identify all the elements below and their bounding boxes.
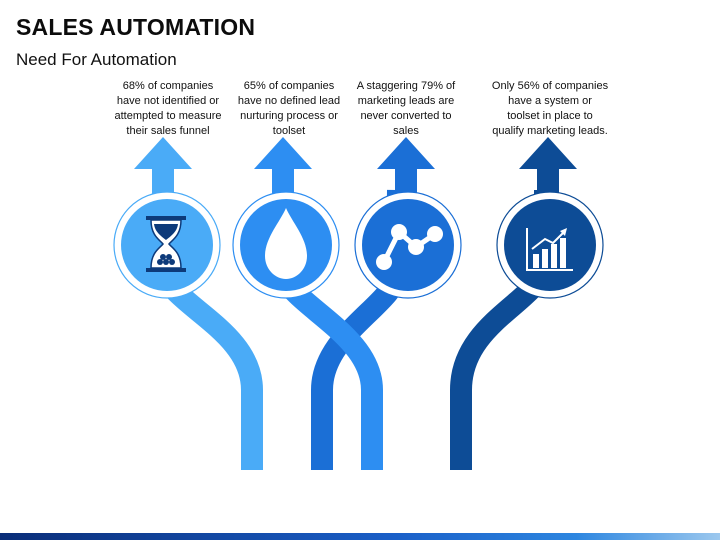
- caption-4-line-2: have a system or: [508, 95, 592, 107]
- caption-4-line-4: qualify marketing leads.: [492, 125, 608, 137]
- caption-2-line-4: toolset: [272, 125, 306, 137]
- caption-4: Only 56% of companies have a system or t…: [475, 79, 625, 139]
- caption-2-line-2: have no defined lead: [237, 95, 341, 107]
- caption-1-line-1: 68% of companies: [122, 80, 214, 92]
- growth-chart-icon: [526, 228, 573, 271]
- page-title: SALES AUTOMATION: [16, 14, 256, 40]
- caption-3: A staggering 79% of marketing leads are …: [342, 79, 470, 139]
- arrow-head-1: [134, 137, 192, 195]
- circle-4: [504, 199, 596, 291]
- caption-4-line-1: Only 56% of companies: [491, 80, 609, 92]
- caption-4-line-3: toolset in place to: [507, 110, 593, 122]
- caption-2: 65% of companies have no defined lead nu…: [225, 79, 353, 139]
- caption-1-line-3: attempted to measure: [114, 110, 222, 122]
- caption-2-line-1: 65% of companies: [243, 80, 335, 92]
- caption-1-line-4: their sales funnel: [126, 125, 210, 137]
- caption-3-line-4: sales: [393, 125, 419, 137]
- caption-3-line-1: A staggering 79% of: [356, 80, 456, 92]
- caption-2-line-3: nurturing process or: [240, 110, 338, 122]
- network-nodes-icon: [376, 224, 443, 270]
- circle-3: [362, 199, 454, 291]
- page-subtitle: Need For Automation: [16, 50, 177, 69]
- caption-1: 68% of companies have not identified or …: [104, 79, 232, 139]
- hourglass-icon: [146, 216, 186, 272]
- arrow-head-2: [254, 137, 312, 195]
- footer-bar: [0, 533, 720, 540]
- caption-3-line-3: never converted to: [360, 110, 452, 122]
- arrow-head-4: [519, 137, 577, 195]
- caption-3-line-2: marketing leads are: [357, 95, 455, 107]
- droplet-icon: [265, 208, 307, 279]
- arrow-head-3: [377, 137, 435, 195]
- caption-1-line-2: have not identified or: [116, 95, 220, 107]
